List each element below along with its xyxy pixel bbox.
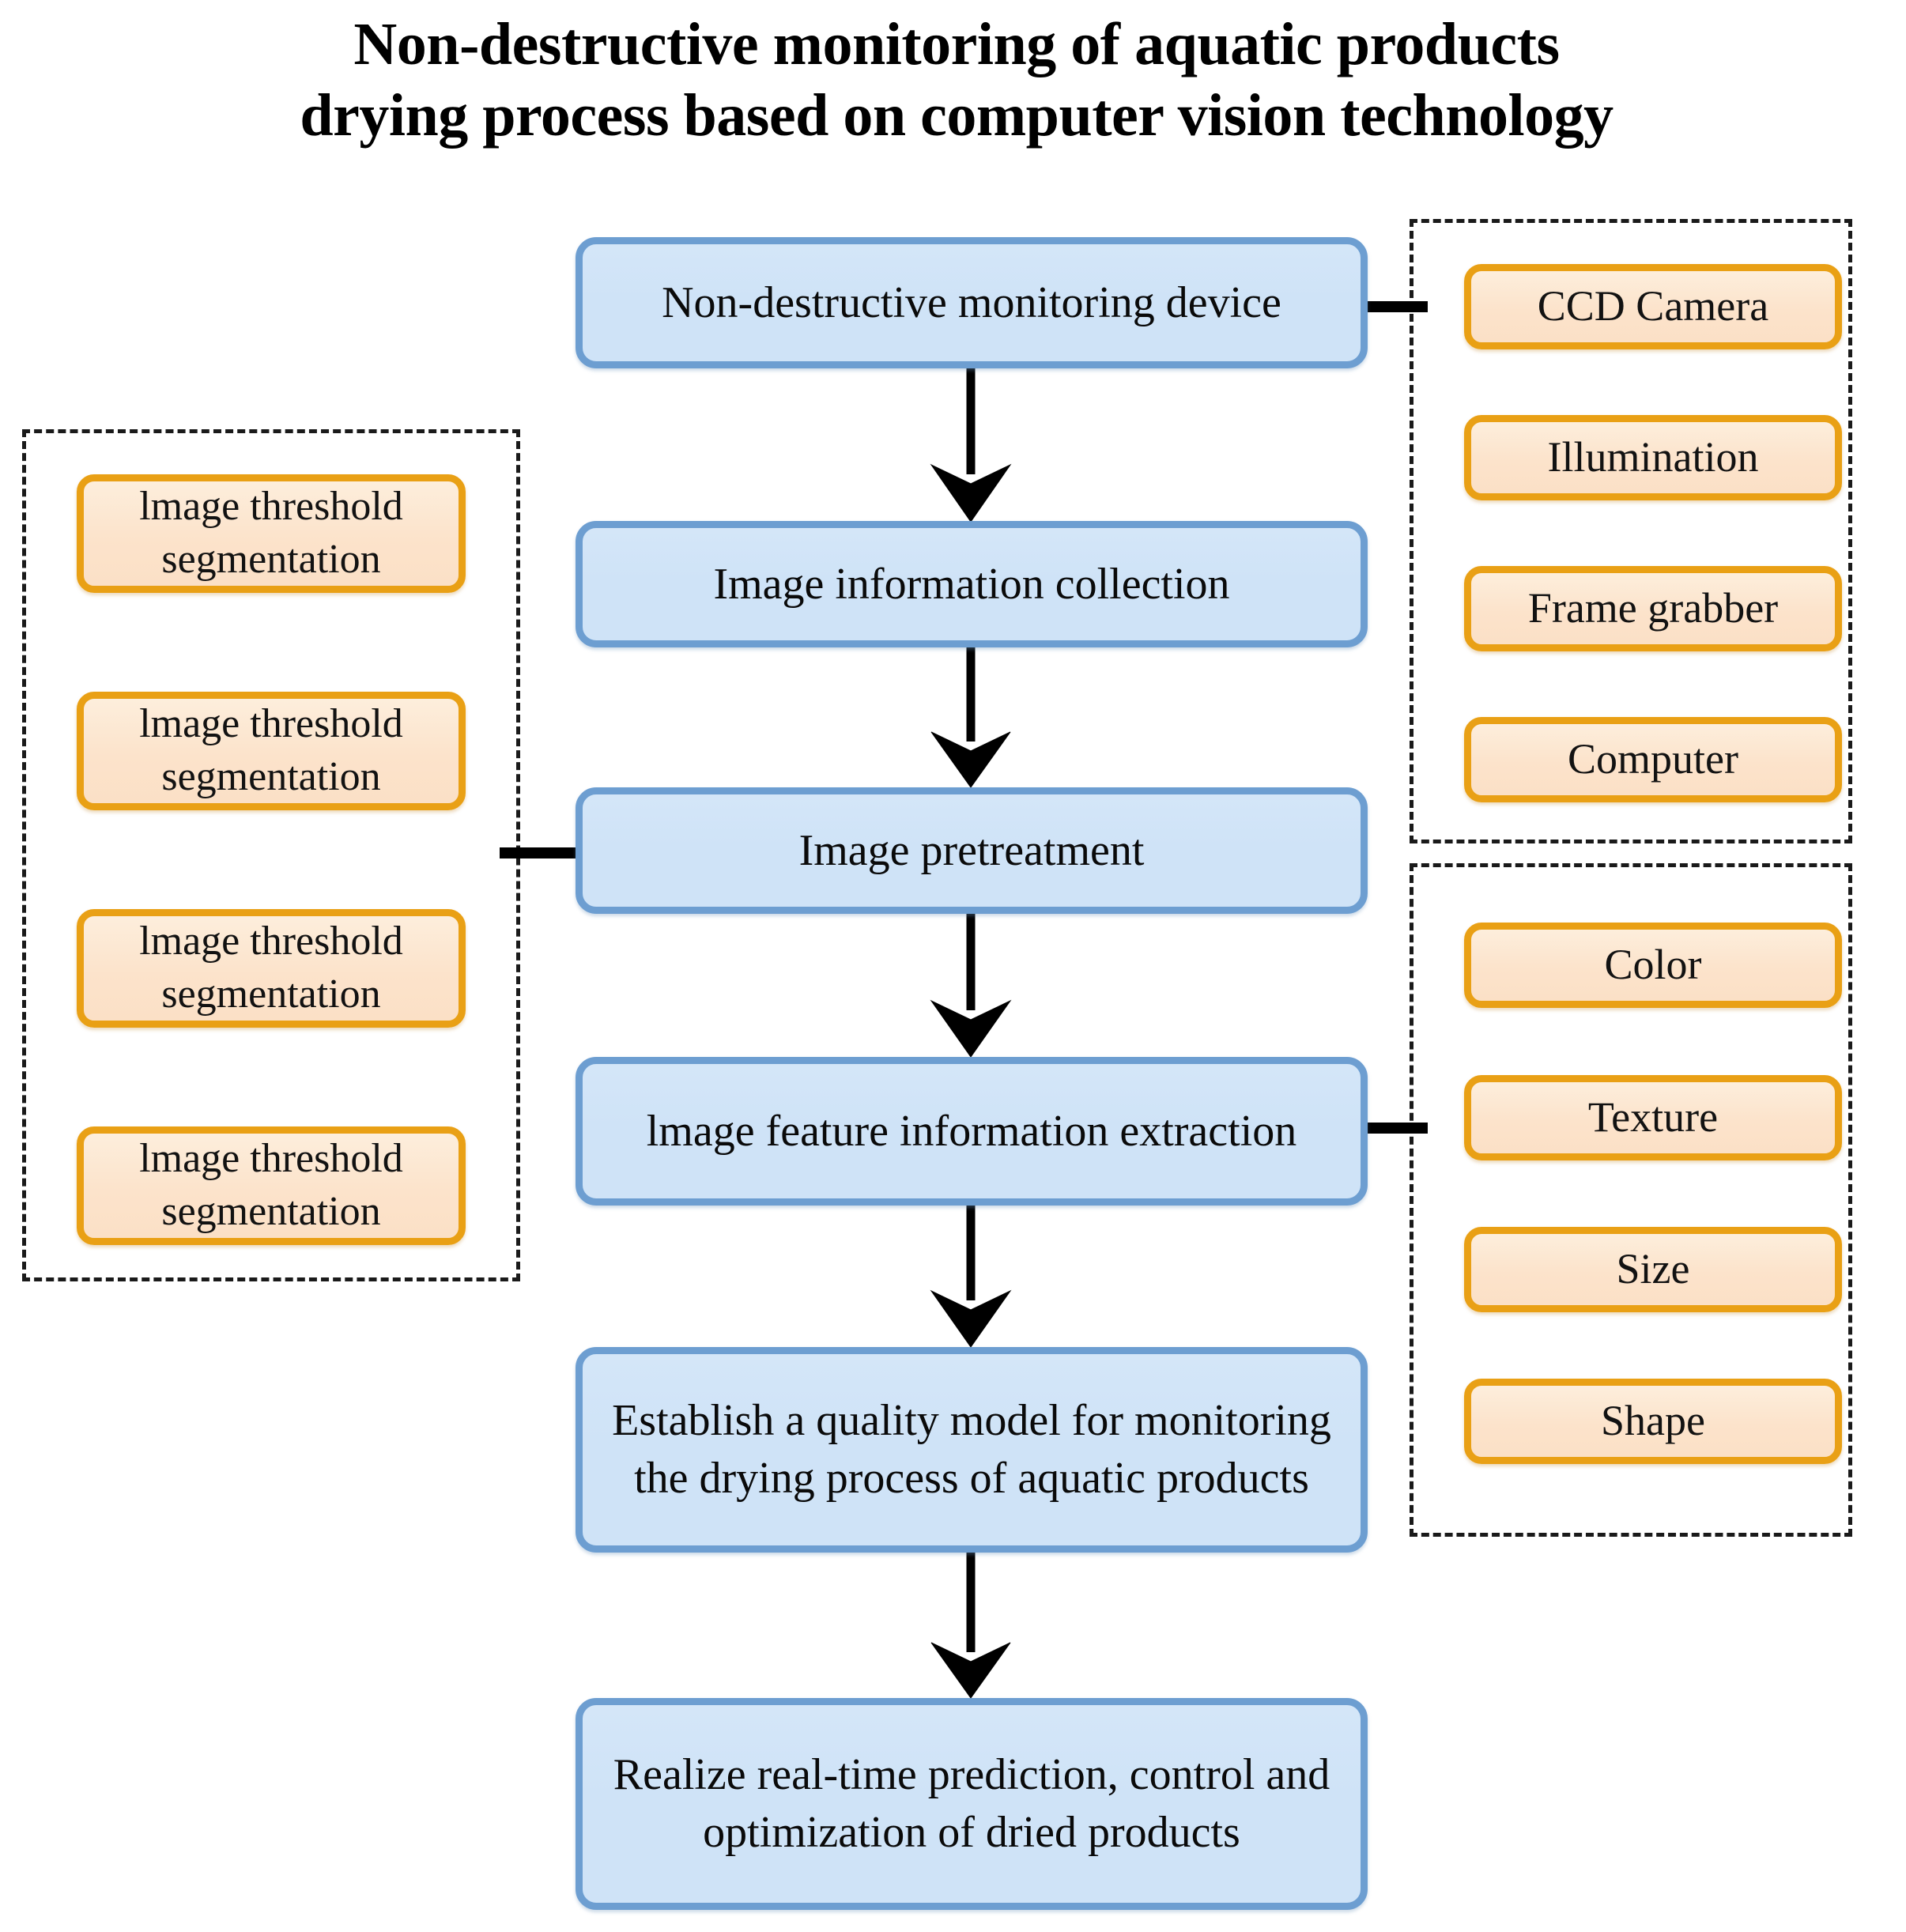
device-item-label: Frame grabber <box>1527 584 1779 632</box>
method-item-image-threshold-segmentation-2[interactable]: lmage threshold segmentation <box>77 692 466 810</box>
device-item-computer[interactable]: Computer <box>1464 717 1842 802</box>
method-item-label: lmage threshold segmentation <box>139 484 403 582</box>
flow-step-label: Establish a quality model for monitoring… <box>612 1396 1331 1503</box>
flow-step-label: Image pretreatment <box>798 825 1145 875</box>
page-title-line-1: Non-destructive monitoring of aquatic pr… <box>353 11 1560 77</box>
device-item-ccd-camera[interactable]: CCD Camera <box>1464 264 1842 349</box>
dashed-group-monitoring-device-components <box>1410 219 1852 843</box>
method-item-image-threshold-segmentation-3[interactable]: lmage threshold segmentation <box>77 909 466 1028</box>
device-item-label: CCD Camera <box>1537 282 1769 330</box>
branch-connectors <box>500 301 1428 1134</box>
feature-item-label: Shape <box>1601 1397 1705 1445</box>
flow-step-label: Realize real-time prediction, control an… <box>613 1750 1330 1857</box>
device-item-label: Illumination <box>1547 433 1759 481</box>
flow-step-label: Non-destructive monitoring device <box>662 277 1281 327</box>
device-item-label: Computer <box>1568 735 1738 783</box>
method-item-image-threshold-segmentation-1[interactable]: lmage threshold segmentation <box>77 474 466 593</box>
feature-item-texture[interactable]: Texture <box>1464 1075 1842 1160</box>
flow-step-label: Image information collection <box>713 559 1230 609</box>
flow-step-image-pretreatment[interactable]: Image pretreatment <box>576 787 1368 914</box>
feature-item-shape[interactable]: Shape <box>1464 1379 1842 1464</box>
method-item-label: lmage threshold segmentation <box>139 919 403 1017</box>
flow-step-image-information-collection[interactable]: Image information collection <box>576 521 1368 647</box>
feature-item-label: Color <box>1604 941 1702 989</box>
device-item-frame-grabber[interactable]: Frame grabber <box>1464 566 1842 651</box>
flow-step-label: lmage feature information extraction <box>646 1106 1297 1156</box>
feature-item-label: Texture <box>1587 1093 1719 1141</box>
flow-step-image-feature-information-extraction[interactable]: lmage feature information extraction <box>576 1057 1368 1206</box>
feature-item-size[interactable]: Size <box>1464 1227 1842 1312</box>
feature-item-label: Size <box>1616 1245 1690 1293</box>
dashed-group-image-feature-types <box>1410 863 1852 1537</box>
flow-step-establish-quality-model[interactable]: Establish a quality model for monitoring… <box>576 1347 1368 1553</box>
page-title: Non-destructive monitoring of aquatic pr… <box>126 9 1787 151</box>
device-item-illumination[interactable]: Illumination <box>1464 415 1842 500</box>
page-title-line-2: drying process based on computer vision … <box>300 81 1613 149</box>
flow-step-realize-real-time-prediction[interactable]: Realize real-time prediction, control an… <box>576 1698 1368 1910</box>
method-item-label: lmage threshold segmentation <box>139 1136 403 1234</box>
method-item-image-threshold-segmentation-4[interactable]: lmage threshold segmentation <box>77 1126 466 1245</box>
feature-item-color[interactable]: Color <box>1464 923 1842 1008</box>
flow-step-non-destructive-monitoring-device[interactable]: Non-destructive monitoring device <box>576 237 1368 368</box>
method-item-label: lmage threshold segmentation <box>139 701 403 799</box>
